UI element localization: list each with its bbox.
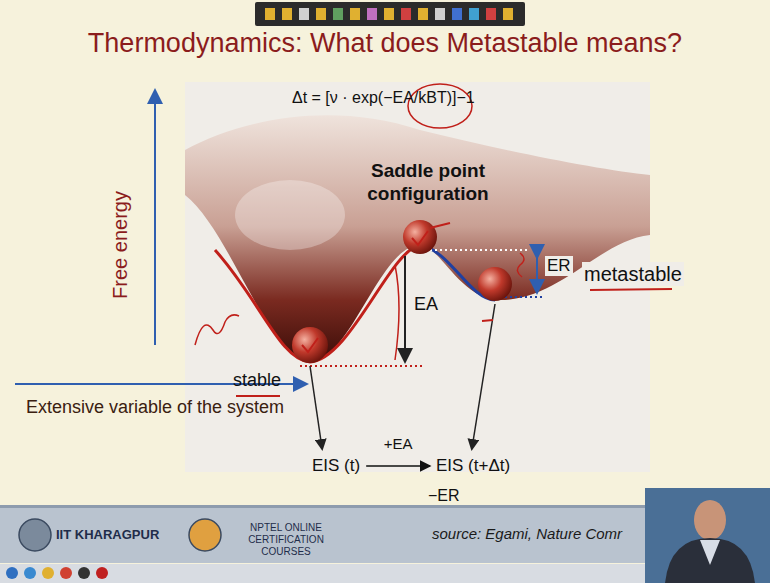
axis-label: Free energy (108, 191, 132, 299)
transition-label: +EA (384, 435, 413, 452)
saddle-label: Saddle point configuration (358, 160, 498, 206)
state-energy: EIS (t+Δt) (432, 454, 514, 478)
energy-symbol: ER (545, 256, 573, 276)
slide-title: Thermodynamics: What does Metastable mea… (0, 28, 770, 59)
course-name: NPTEL ONLINE CERTIFICATION COURSES (226, 522, 346, 558)
source-note: source: Egami, Nature Comr (432, 525, 622, 543)
energy-term: EIS (t) (312, 456, 360, 476)
state-label: stable (233, 370, 281, 392)
energy-term: EIS (t+Δt) (436, 456, 510, 476)
transition-arrow (366, 465, 430, 467)
state-label: metastable (582, 262, 684, 286)
institute-name: IIT KHARAGPUR (56, 527, 159, 543)
axis-label: Extensive variable of the system (26, 397, 284, 419)
energy-symbol: EA (414, 294, 438, 316)
state-energy: EIS (t) (308, 454, 364, 478)
transition-label: −ER (428, 486, 460, 505)
formula: Δt = [ν · exp(−EA/kBT)]−1 (292, 88, 475, 107)
